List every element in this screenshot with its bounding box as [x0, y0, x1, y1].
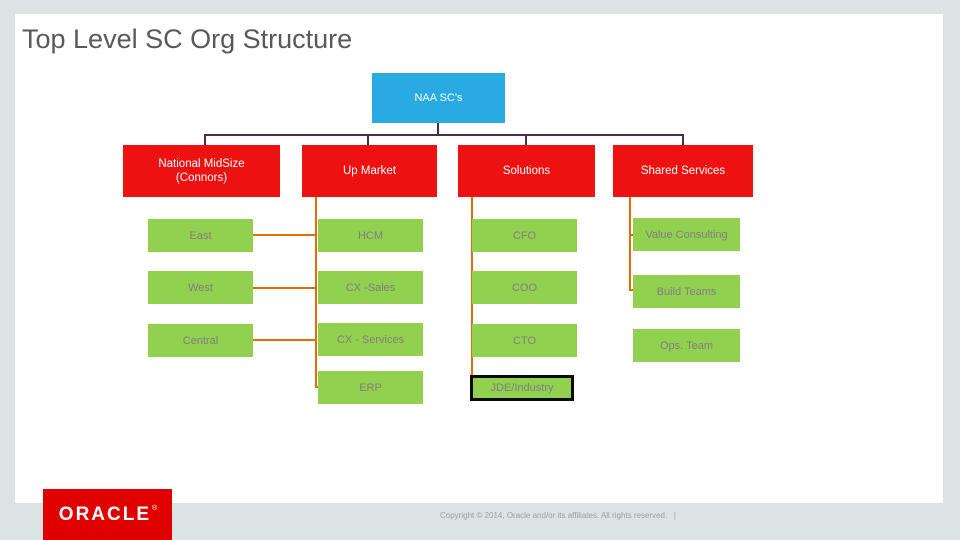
- org-node-label: Build Teams: [656, 285, 717, 298]
- copyright-text: Copyright © 2014, Oracle and/or its affi…: [440, 511, 676, 520]
- org-node-shared-services: Shared Services: [613, 145, 753, 197]
- org-node-label: Central: [182, 334, 219, 347]
- connector-stub-value-consulting: [629, 234, 634, 236]
- org-node-label: NAA SC’s: [414, 92, 463, 104]
- org-node-naa-scs: NAA SC’s: [372, 73, 505, 123]
- org-node-label: West: [188, 281, 213, 294]
- connector-stub-west: [253, 287, 315, 289]
- org-node-label: ERP: [359, 381, 382, 394]
- org-node-label: CFO: [512, 229, 537, 242]
- org-node-erp: ERP: [318, 371, 423, 404]
- connector-drop-column2: [367, 136, 369, 145]
- org-node-label: East: [189, 229, 212, 242]
- connector-stub-central: [253, 339, 315, 341]
- org-node-label: JDE/Industry: [490, 382, 554, 394]
- connector-stub-east: [253, 234, 315, 236]
- org-node-value-consulting: Value Consulting: [633, 218, 740, 251]
- org-node-label-line1: National MidSize: [158, 157, 245, 170]
- org-node-national-midsize: National MidSize (Connors): [123, 145, 280, 197]
- connector-level1-rail: [204, 134, 684, 136]
- connector-drop-column3: [525, 136, 527, 145]
- org-node-east: East: [148, 219, 253, 252]
- connector-root-drop: [437, 123, 439, 135]
- org-node-label: Ops. Team: [660, 339, 713, 352]
- org-node-central: Central: [148, 324, 253, 357]
- page-title: Top Level SC Org Structure: [22, 24, 353, 54]
- org-node-label: Up Market: [342, 164, 397, 177]
- connector-spine-upmarket: [315, 197, 317, 388]
- org-node-label: CX -Sales: [345, 281, 396, 294]
- org-node-label: COO: [511, 281, 538, 294]
- org-node-label: CX - Services: [336, 333, 405, 346]
- connector-drop-column4: [682, 136, 684, 145]
- org-node-label-line2: (Connors): [175, 172, 228, 184]
- org-node-cfo: CFO: [472, 219, 577, 252]
- org-node-solutions: Solutions: [458, 145, 595, 197]
- org-node-cto: CTO: [472, 324, 577, 357]
- org-node-build-teams: Build Teams: [633, 275, 740, 308]
- oracle-logo-text: ORACLE: [58, 503, 152, 525]
- org-node-cx-services: CX - Services: [318, 323, 423, 356]
- org-node-label: Solutions: [502, 164, 551, 177]
- connector-elbow-build-teams: [629, 289, 634, 291]
- oracle-logo: ORACLE®: [43, 489, 172, 540]
- org-node-west: West: [148, 271, 253, 304]
- connector-spine-shared-services: [629, 197, 631, 291]
- org-node-label: Shared Services: [640, 164, 726, 177]
- org-node-coo: COO: [472, 271, 577, 304]
- org-node-label: Value Consulting: [645, 228, 728, 241]
- org-node-hcm: HCM: [318, 219, 423, 252]
- org-node-label: CTO: [512, 334, 537, 347]
- org-node-cx-sales: CX -Sales: [318, 271, 423, 304]
- org-node-jde-industry: JDE/Industry: [470, 375, 574, 401]
- org-node-up-market: Up Market: [302, 145, 437, 197]
- org-node-label: HCM: [357, 229, 384, 242]
- connector-drop-column1: [204, 136, 206, 145]
- registered-trademark-symbol: ®: [152, 505, 158, 512]
- org-node-ops-team: Ops. Team: [633, 329, 740, 362]
